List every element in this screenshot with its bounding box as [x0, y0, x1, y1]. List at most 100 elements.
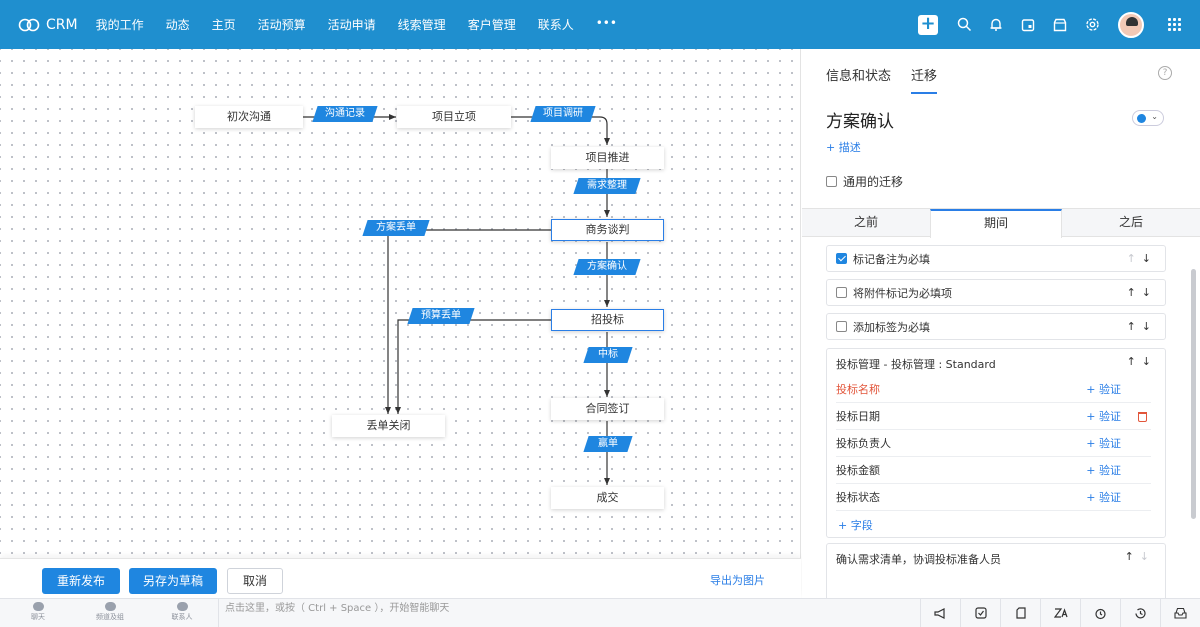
field-row-bid-name[interactable]: 投标名称 + 验证 [836, 377, 1151, 403]
transition-tag-budget-lost[interactable]: 预算丢单 [407, 308, 475, 324]
editor-toolbar: 重新发布 另存为草稿 取消 导出为图片 [0, 558, 801, 598]
flow-node-initial-contact[interactable]: 初次沟通 [195, 106, 303, 128]
reorder-arrows[interactable]: ↑↓ [1126, 355, 1157, 368]
transition-tag-win[interactable]: 赢单 [583, 436, 633, 452]
field-row-bid-owner[interactable]: 投标负责人 + 验证 [836, 431, 1151, 457]
nav-more-button[interactable]: ••• [595, 16, 617, 30]
app-grid-icon[interactable] [1168, 17, 1182, 32]
nav-item-leads[interactable]: 线索管理 [397, 18, 446, 32]
user-avatar[interactable] [1118, 11, 1144, 38]
add-validation-link[interactable]: + 验证 [1086, 491, 1121, 504]
add-description-link[interactable]: + 描述 [826, 141, 861, 154]
transition-tag-bid-won[interactable]: 中标 [583, 347, 633, 363]
add-validation-link[interactable]: + 验证 [1086, 464, 1121, 477]
chat-bubble-icon [32, 602, 44, 611]
tab-after[interactable]: 之后 [1118, 215, 1143, 229]
clipboard-icon[interactable] [1000, 599, 1040, 627]
export-image-link[interactable]: 导出为图片 [710, 574, 765, 587]
add-field-link[interactable]: + 字段 [838, 519, 873, 532]
transition-tag-project-research[interactable]: 项目调研 [530, 106, 596, 122]
top-nav: CRM 我的工作 动态 主页 活动预算 活动申请 线索管理 客户管理 联系人 •… [0, 0, 1200, 49]
group-icon [104, 602, 116, 611]
nav-item-contacts[interactable]: 联系人 [537, 18, 574, 32]
transition-tag-requirement[interactable]: 需求整理 [573, 178, 641, 194]
reorder-arrows[interactable]: ↑↓ [1126, 252, 1157, 265]
chevron-down-icon: ⌄ [1151, 112, 1158, 121]
store-icon[interactable] [1052, 17, 1068, 33]
chat-statusbar: 聊天 频道及组 联系人 点击这里，或按（ Ctrl + Space ），开始智能… [0, 598, 1200, 627]
add-validation-link[interactable]: + 验证 [1086, 437, 1121, 450]
transition-title: 方案确认 [826, 112, 894, 132]
scrollbar[interactable] [1191, 269, 1196, 519]
checklist-icon[interactable] [960, 599, 1000, 627]
chat-tab[interactable]: 聊天 [18, 601, 58, 622]
flow-node-closed-lost[interactable]: 丢单关闭 [332, 415, 445, 437]
tab-info-status[interactable]: 信息和状态 [826, 69, 892, 84]
flow-canvas[interactable]: 初次沟通 项目立项 项目推进 商务谈判 招投标 合同签订 成交 丢单关闭 沟通记… [0, 49, 801, 558]
inbox-icon[interactable] [1160, 599, 1200, 627]
panel-tabs: 信息和状态 迁移 [826, 65, 957, 94]
field-row-bid-status[interactable]: 投标状态 + 验证 [836, 485, 1151, 511]
brand-name: CRM [46, 16, 78, 33]
note-textarea[interactable]: 确认需求清单，协调投标准备人员 ↑↓ [826, 543, 1166, 598]
flow-node-bidding[interactable]: 招投标 [551, 309, 664, 331]
checkbox[interactable] [836, 287, 847, 298]
cancel-button[interactable]: 取消 [227, 568, 283, 594]
reorder-arrows[interactable]: ↑↓ [1124, 550, 1155, 563]
common-transition-label: 通用的迁移 [843, 175, 904, 189]
calendar-icon[interactable] [1020, 17, 1036, 33]
rule-row-note-required[interactable]: 标记备注为必填 ↑↓ [826, 245, 1166, 272]
field-row-bid-date[interactable]: 投标日期 + 验证 [836, 404, 1151, 430]
checkbox[interactable] [836, 321, 847, 332]
flow-node-project-advance[interactable]: 项目推进 [551, 147, 664, 169]
transition-tag-comm-record[interactable]: 沟通记录 [312, 106, 378, 122]
rule-row-attachment-required[interactable]: 将附件标记为必填项 ↑↓ [826, 279, 1166, 306]
nav-item-home[interactable]: 主页 [211, 18, 236, 32]
channel-tab[interactable]: 频道及组 [90, 601, 130, 622]
smart-chat-input[interactable]: 点击这里，或按（ Ctrl + Space ），开始智能聊天 [218, 599, 928, 627]
bell-icon[interactable] [988, 17, 1004, 33]
flow-node-deal[interactable]: 成交 [551, 487, 664, 509]
trash-icon[interactable] [1138, 412, 1147, 422]
add-validation-link[interactable]: + 验证 [1086, 383, 1121, 396]
crm-logo[interactable]: CRM [18, 17, 78, 33]
reorder-arrows[interactable]: ↑↓ [1126, 286, 1157, 299]
properties-panel: 信息和状态 迁移 ? 方案确认 ⌄ + 描述 通用的迁移 之前 期间 之后 标记… [802, 49, 1200, 598]
alarm-clock-icon[interactable] [1080, 599, 1120, 627]
flow-node-project-setup[interactable]: 项目立项 [397, 106, 511, 128]
megaphone-icon[interactable] [920, 599, 960, 627]
common-transition-checkbox[interactable]: 通用的迁移 [826, 173, 903, 190]
search-icon[interactable] [956, 17, 972, 33]
nav-item-customers[interactable]: 客户管理 [467, 18, 516, 32]
history-icon[interactable] [1120, 599, 1160, 627]
flow-node-contract[interactable]: 合同签订 [551, 398, 664, 420]
checkbox-box[interactable] [826, 176, 837, 187]
tab-during[interactable]: 期间 [930, 209, 1062, 238]
field-row-bid-amount[interactable]: 投标金额 + 验证 [836, 458, 1151, 484]
nav-item-activity-request[interactable]: 活动申请 [327, 18, 376, 32]
color-picker[interactable]: ⌄ [1132, 110, 1164, 126]
nav-actions: + [918, 0, 1200, 49]
tab-transition[interactable]: 迁移 [911, 65, 938, 94]
rule-row-tag-required[interactable]: 添加标签为必填 ↑↓ [826, 313, 1166, 340]
contacts-tab[interactable]: 联系人 [162, 601, 202, 622]
save-draft-button[interactable]: 另存为草稿 [129, 568, 217, 594]
stage-tabs: 之前 期间 之后 [802, 208, 1200, 238]
help-icon[interactable]: ? [1158, 66, 1172, 80]
contact-icon [176, 602, 188, 611]
reorder-arrows[interactable]: ↑↓ [1126, 320, 1157, 333]
bid-management-group: 投标管理 - 投标管理 : Standard ↑↓ 投标名称 + 验证 投标日期… [826, 348, 1166, 538]
nav-item-feed[interactable]: 动态 [165, 18, 190, 32]
transition-tag-plan-lost[interactable]: 方案丢单 [362, 220, 430, 236]
transition-tag-plan-confirm[interactable]: 方案确认 [573, 259, 641, 275]
create-button[interactable]: + [918, 14, 938, 35]
flow-node-negotiation[interactable]: 商务谈判 [551, 219, 664, 241]
translate-icon[interactable] [1040, 599, 1080, 627]
checkbox-checked[interactable] [836, 253, 847, 264]
republish-button[interactable]: 重新发布 [42, 568, 120, 594]
add-validation-link[interactable]: + 验证 [1086, 410, 1121, 423]
nav-item-my-work[interactable]: 我的工作 [95, 18, 144, 32]
tab-before[interactable]: 之前 [853, 215, 878, 229]
nav-item-activity-budget[interactable]: 活动预算 [257, 18, 306, 32]
settings-gear-icon[interactable] [1084, 17, 1100, 33]
